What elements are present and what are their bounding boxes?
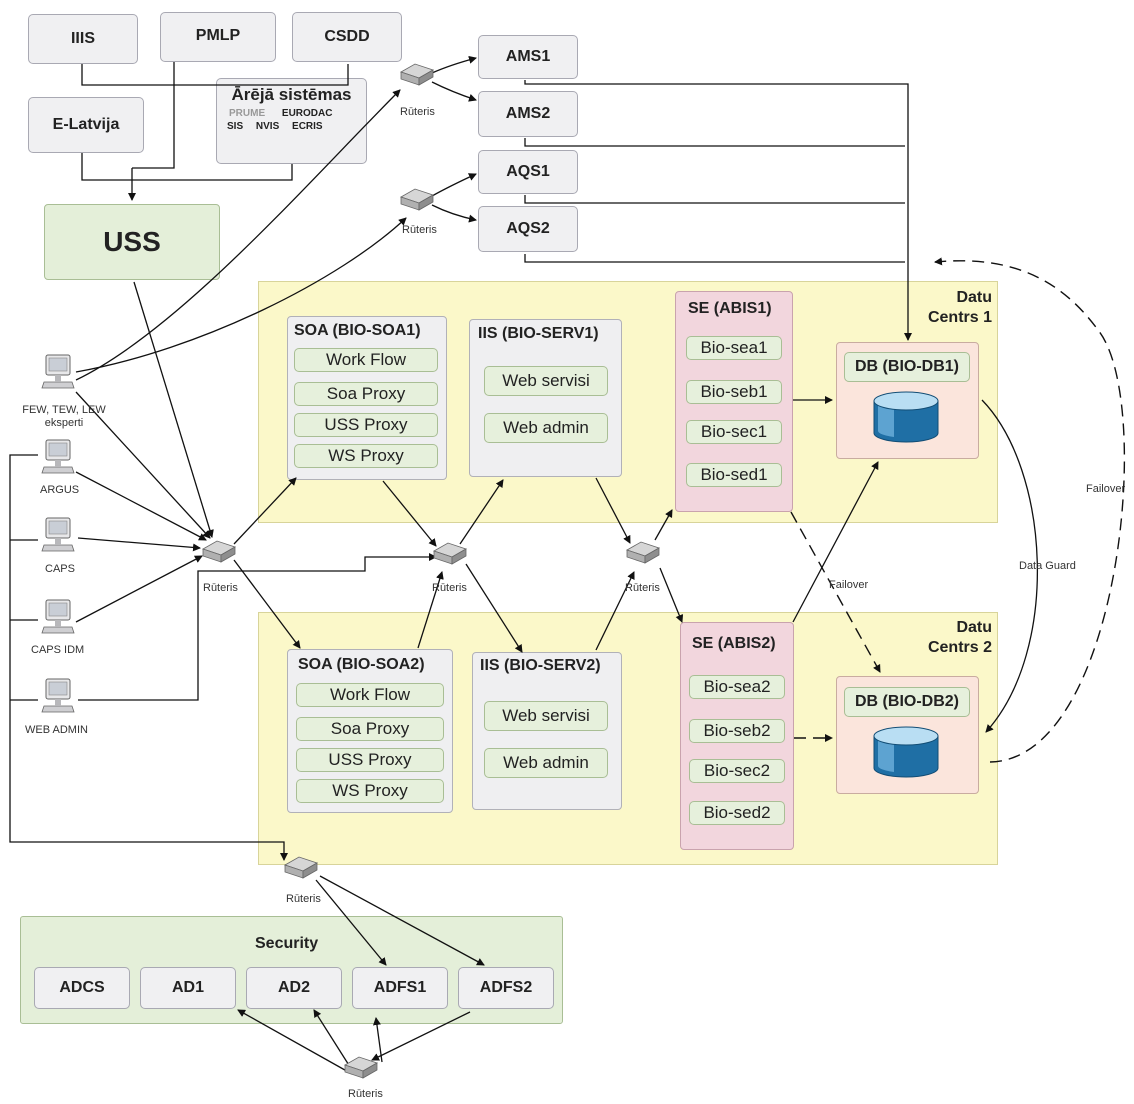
router-label: Rūteris	[400, 106, 435, 118]
dc1-se-title: SE (ABIS1)	[688, 300, 772, 317]
dc2-iis-panel	[472, 652, 622, 810]
iiis-box: IIIS	[28, 14, 138, 64]
dc1-iis-title: IIS (BIO-SERV1)	[478, 325, 599, 342]
dc1-iis-item: Web admin	[484, 413, 608, 443]
dc2-iis-title: IIS (BIO-SERV2)	[480, 657, 601, 674]
adcs-box: ADCS	[34, 967, 130, 1009]
computer-icon	[41, 678, 75, 713]
database-icon	[873, 726, 939, 778]
router-label: Rūteris	[203, 582, 238, 594]
elatvija-box: E-Latvija	[28, 97, 144, 153]
dc1-se-item: Bio-sed1	[686, 463, 782, 487]
router-label: Rūteris	[625, 582, 660, 594]
data-guard-label: Data Guard	[1019, 560, 1076, 572]
dc2-se-item: Bio-sec2	[689, 759, 785, 783]
router-icon	[400, 63, 434, 86]
experts-label: FEW, TEW, LEW eksperti	[22, 404, 106, 429]
csdd-box: CSDD	[292, 12, 402, 62]
dc1-se-item: Bio-sea1	[686, 336, 782, 360]
eurodac-label: EURODAC	[281, 108, 333, 119]
dc2-se-item: Bio-seb2	[689, 719, 785, 743]
router-icon	[284, 856, 318, 879]
dc2-db-title: DB (BIO-DB2)	[844, 687, 970, 717]
computer-icon	[41, 517, 75, 552]
router-label: Rūteris	[348, 1088, 383, 1100]
ams1-box: AMS1	[478, 35, 578, 79]
argus-label: ARGUS	[40, 484, 80, 496]
adfs2-box: ADFS2	[458, 967, 554, 1009]
computer-icon	[41, 599, 75, 634]
dc2-soa-item: Soa Proxy	[296, 717, 444, 741]
router-icon	[433, 542, 467, 565]
caps-label: CAPS	[45, 563, 75, 575]
dc2-soa-item: WS Proxy	[296, 779, 444, 803]
ams2-box: AMS2	[478, 91, 578, 137]
dc1-iis-panel	[469, 319, 622, 477]
adfs1-box: ADFS1	[352, 967, 448, 1009]
aqs2-box: AQS2	[478, 206, 578, 252]
dc1-soa-item: USS Proxy	[294, 413, 438, 437]
dc1-se-item: Bio-sec1	[686, 420, 782, 444]
external-systems-title: Ārējā sistēmas	[231, 85, 352, 104]
router-icon	[400, 188, 434, 211]
computer-icon	[41, 354, 75, 389]
ad1-box: AD1	[140, 967, 236, 1009]
web-admin-label: WEB ADMIN	[25, 724, 88, 736]
dc1-soa-item: WS Proxy	[294, 444, 438, 468]
sis-label: SIS	[227, 121, 244, 132]
computer-icon	[41, 439, 75, 474]
dc2-iis-item: Web servisi	[484, 701, 608, 731]
dc2-soa-item: USS Proxy	[296, 748, 444, 772]
uss-box: USS	[44, 204, 220, 280]
dc2-se-item: Bio-sea2	[689, 675, 785, 699]
prume-label: PRUME	[229, 108, 266, 119]
failover-right-label: Failover	[1086, 483, 1126, 495]
dc2-soa-item: Work Flow	[296, 683, 444, 707]
aqs1-box: AQS1	[478, 150, 578, 194]
router-icon	[202, 540, 236, 563]
failover-label: Failover	[829, 579, 869, 591]
security-title: Security	[255, 935, 319, 952]
dc2-iis-item: Web admin	[484, 748, 608, 778]
router-label: Rūteris	[432, 582, 467, 594]
dc2-se-item: Bio-sed2	[689, 801, 785, 825]
dc2-se-title: SE (ABIS2)	[692, 635, 776, 652]
pmlp-box: PMLP	[160, 12, 276, 62]
ad2-box: AD2	[246, 967, 342, 1009]
dc1-soa-title: SOA (BIO-SOA1)	[294, 322, 421, 339]
router-icon	[626, 541, 660, 564]
caps-idm-label: CAPS IDM	[31, 644, 85, 656]
router-label: Rūteris	[286, 893, 321, 905]
dc1-db-title: DB (BIO-DB1)	[844, 352, 970, 382]
router-label: Rūteris	[402, 224, 437, 236]
ecris-label: ECRIS	[292, 121, 323, 132]
dc1-soa-item: Soa Proxy	[294, 382, 438, 406]
dc1-se-item: Bio-seb1	[686, 380, 782, 404]
dc1-iis-item: Web servisi	[484, 366, 608, 396]
dc1-soa-item: Work Flow	[294, 348, 438, 372]
dc2-soa-title: SOA (BIO-SOA2)	[298, 656, 425, 673]
database-icon	[873, 391, 939, 443]
nvis-label: NVIS	[255, 121, 280, 132]
